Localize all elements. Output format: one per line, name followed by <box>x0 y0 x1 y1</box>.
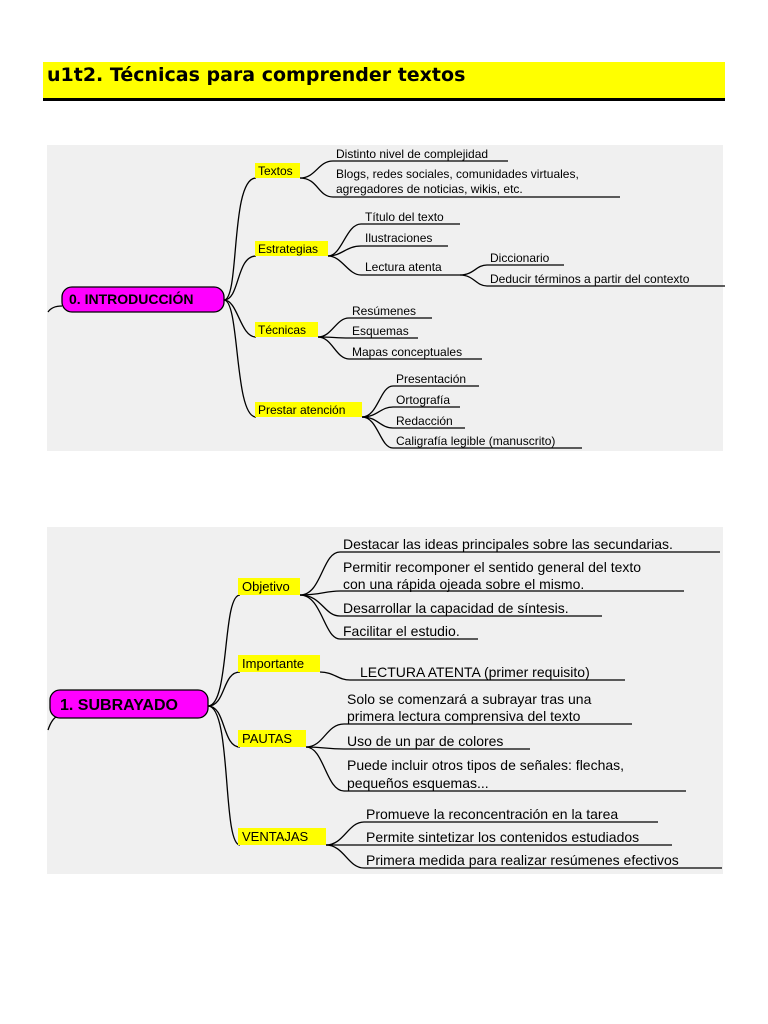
leaf-importante-1: LECTURA ATENTA (primer requisito) <box>360 664 590 680</box>
leaf-prestar-4: Caligrafía legible (manuscrito) <box>396 434 555 448</box>
leaf-tecnicas-2: Esquemas <box>352 324 409 338</box>
leaf-prestar-2: Ortografía <box>396 393 450 407</box>
branch-tecnicas <box>255 322 318 337</box>
branch-textos <box>255 163 300 178</box>
branch-ventajas <box>238 828 326 845</box>
branch-label-pautas: PAUTAS <box>242 731 292 746</box>
leaf-prestar-3: Redacción <box>396 414 453 428</box>
branch-label-prestar-atencion: Prestar atención <box>258 403 345 417</box>
branch-label-tecnicas: Técnicas <box>258 323 306 337</box>
leaf-textos-1: Distinto nivel de complejidad <box>336 147 488 161</box>
leaf-objetivo-2a: Permitir recomponer el sentido general d… <box>343 559 641 575</box>
leaf-textos-2b: agregadores de noticias, wikis, etc. <box>336 182 523 196</box>
leaf-ventajas-1: Promueve la reconcentración en la tarea <box>366 806 618 822</box>
branch-label-importante: Importante <box>242 656 304 671</box>
leaf-pautas-3b: pequeños esquemas... <box>347 775 489 791</box>
branch-estrategias <box>255 241 328 256</box>
branch-label-estrategias: Estrategias <box>258 242 318 256</box>
branch-prestar-atencion <box>255 402 362 417</box>
leaf-objetivo-4: Facilitar el estudio. <box>343 623 460 639</box>
branch-label-ventajas: VENTAJAS <box>242 829 309 844</box>
leaf-objetivo-1: Destacar las ideas principales sobre las… <box>343 536 673 552</box>
root-label-subrayado: 1. SUBRAYADO <box>60 697 178 714</box>
leaf-pautas-2: Uso de un par de colores <box>347 733 503 749</box>
branch-importante <box>238 655 320 672</box>
leaf-estrategias-2: Ilustraciones <box>365 231 432 245</box>
leaf-ventajas-2: Permite sintetizar los contenidos estudi… <box>366 829 639 845</box>
leaf-pautas-1b: primera lectura comprensiva del texto <box>347 708 581 724</box>
branch-objetivo <box>238 578 300 595</box>
root-label-introduccion: 0. INTRODUCCIÓN <box>69 290 193 307</box>
root-node-subrayado <box>49 689 209 719</box>
leaf-estrategias-3-1: Diccionario <box>490 251 550 265</box>
leaf-estrategias-3-2: Deducir términos a partir del contexto <box>490 272 690 286</box>
leaf-tecnicas-3: Mapas conceptuales <box>352 345 462 359</box>
root-node-introduccion <box>61 286 225 313</box>
leaf-objetivo-2b: con una rápida ojeada sobre el mismo. <box>343 576 584 592</box>
leaf-pautas-3a: Puede incluir otros tipos de señales: fl… <box>347 757 624 773</box>
page-title: u1t2. Técnicas para comprender textos <box>47 64 466 86</box>
leaf-textos-2a: Blogs, redes sociales, comunidades virtu… <box>336 167 579 181</box>
leaf-tecnicas-1: Resúmenes <box>352 304 416 318</box>
branch-pautas <box>238 730 306 747</box>
leaf-estrategias-1: Título del texto <box>365 210 444 224</box>
branch-label-objetivo: Objetivo <box>242 579 290 594</box>
leaf-estrategias-3: Lectura atenta <box>365 260 442 274</box>
leaf-pautas-1a: Solo se comenzará a subrayar tras una <box>347 691 592 707</box>
leaf-prestar-1: Presentación <box>396 372 466 386</box>
page-title-bar: u1t2. Técnicas para comprender textos <box>43 62 725 101</box>
leaf-objetivo-3: Desarrollar la capacidad de síntesis. <box>343 600 569 616</box>
branch-label-textos: Textos <box>258 164 293 178</box>
leaf-ventajas-3: Primera medida para realizar resúmenes e… <box>366 852 679 868</box>
